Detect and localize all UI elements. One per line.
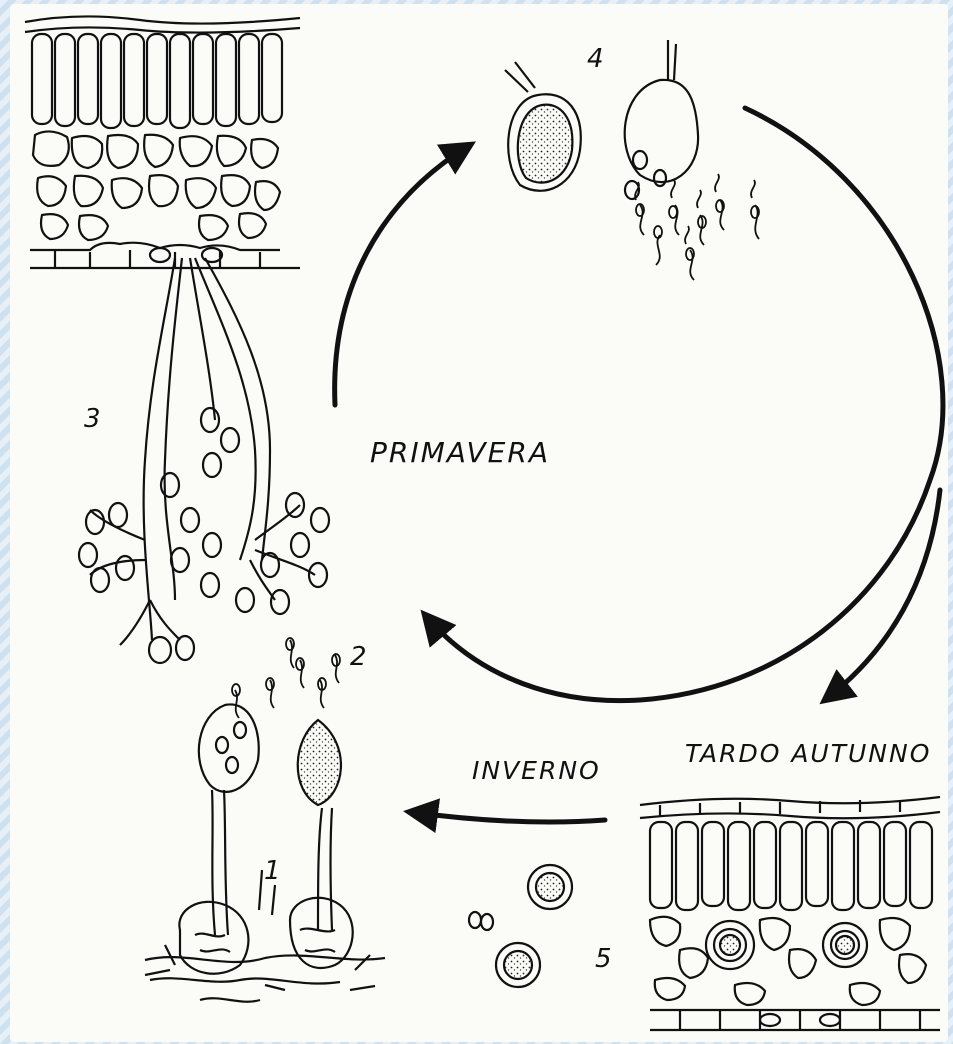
stage-5-oospores [469,865,572,987]
arrow-spring-up [335,145,470,405]
arrow-winter [410,812,605,822]
stage-4-sporangia [505,40,759,280]
stage-2-germination [145,638,385,1002]
life-cycle-illustration [10,4,948,1042]
stage-3-leaf-section [25,16,329,663]
stage-number-2: 2 [350,642,367,672]
stage-number-5: 5 [595,944,612,974]
stage-number-3: 3 [84,404,101,434]
arrow-main-circle [425,108,943,701]
stage-number-4: 4 [587,44,604,74]
arrow-to-late-autumn [825,490,940,700]
diagram-canvas: PRIMAVERA INVERNO TARDO AUTUNNO 1 2 3 4 … [10,4,948,1042]
label-tardo-autunno: TARDO AUTUNNO [685,739,931,768]
late-autumn-leaf-section [640,797,940,1030]
label-primavera: PRIMAVERA [370,436,550,469]
stage-number-1: 1 [264,856,281,886]
label-inverno: INVERNO [472,756,601,785]
